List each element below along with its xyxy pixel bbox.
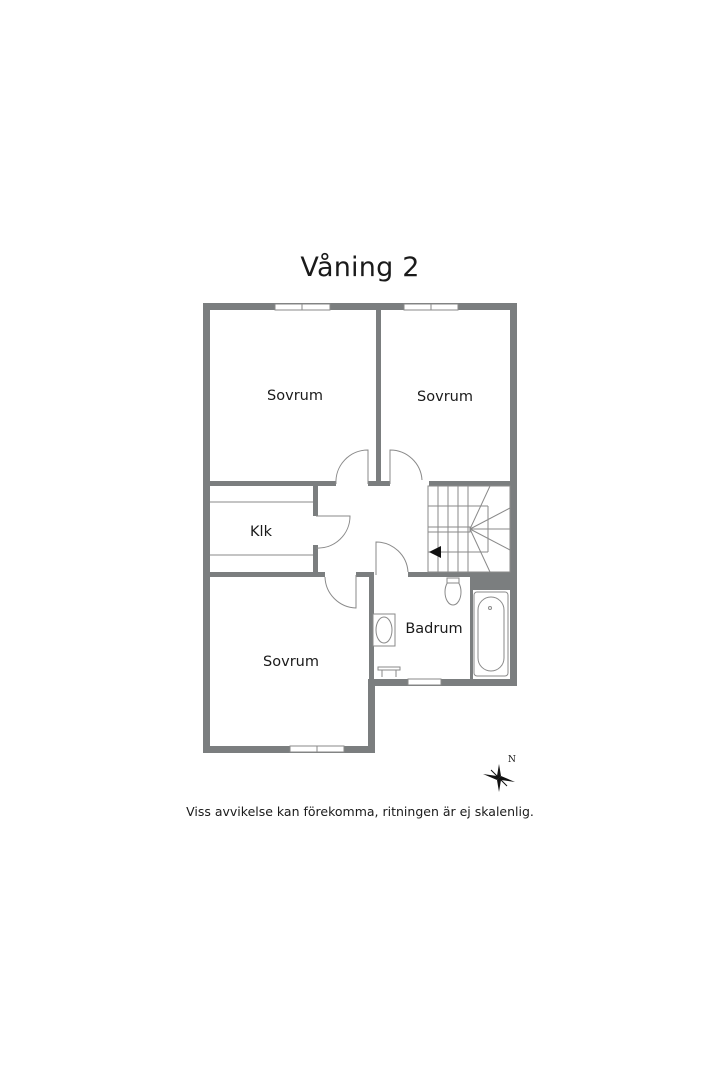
windows: [274, 303, 459, 753]
room-label-bathroom: Badrum: [405, 621, 462, 637]
staircase: [427, 485, 511, 573]
closet-lines: [210, 501, 313, 556]
room-label-closet: Klk: [250, 524, 273, 540]
svg-text:N: N: [508, 755, 516, 765]
doors: [315, 449, 423, 609]
floor-title: Våning 2: [300, 252, 420, 283]
walls: [203, 303, 517, 753]
compass-icon: N: [483, 755, 516, 792]
stair-direction-arrow: [429, 546, 441, 558]
room-label-bedroom-3: Sovrum: [263, 654, 319, 670]
bathroom-fixtures: [372, 577, 509, 677]
room-label-bedroom-2: Sovrum: [417, 389, 473, 405]
disclaimer-note: Viss avvikelse kan förekomma, ritningen …: [186, 804, 534, 819]
room-label-bedroom-1: Sovrum: [267, 388, 323, 404]
